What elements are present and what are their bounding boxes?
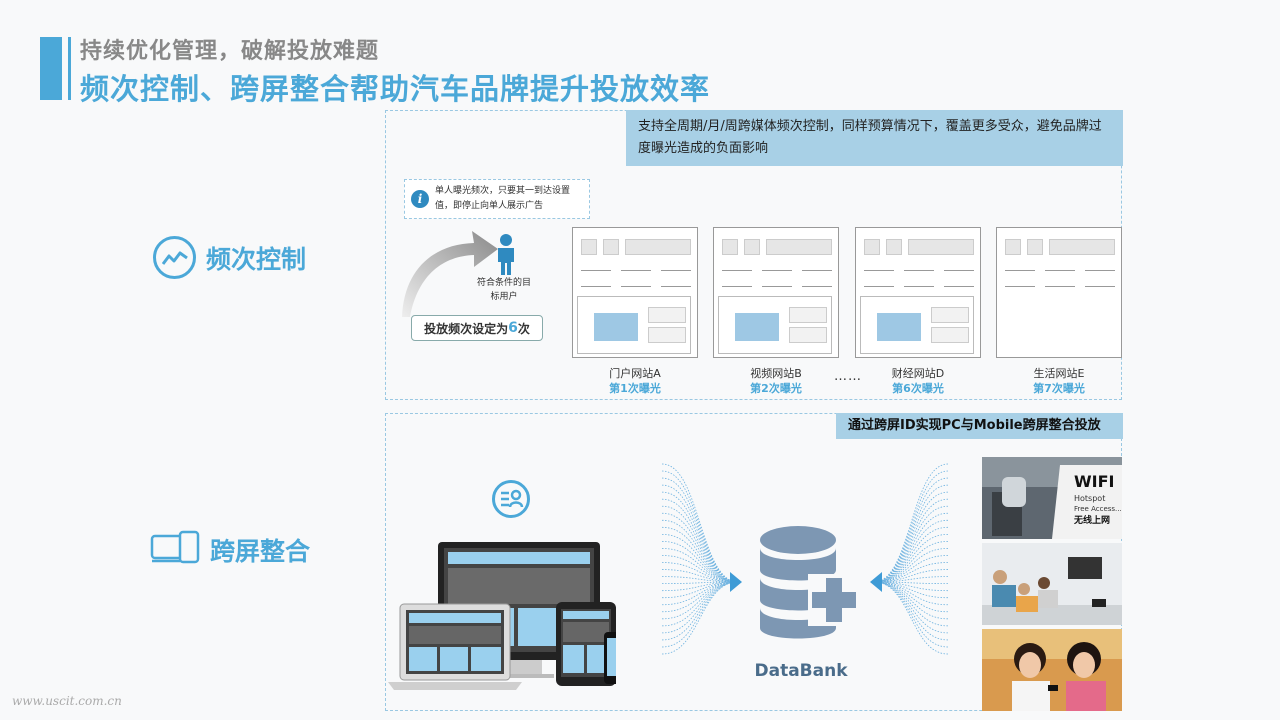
page-title: 频次控制、跨屏整合帮助汽车品牌提升投放效率 [80,72,711,106]
website-mockup [996,227,1122,358]
exposure-count: 第2次曝光 [750,382,802,395]
site-name: 视频网站B [750,367,802,380]
database-icon [760,526,860,639]
frequency-setting-value: 6 [508,320,518,336]
target-user-label: 符合条件的目标用户 [476,278,531,302]
info-note: i 单人曝光频次，只要其一到达设置值，即停止向单人展示广告 [404,179,590,219]
ellipsis: …… [834,369,862,384]
databank-label: DataBank [754,661,848,681]
frequency-setting-prefix: 投放频次设定为 [424,321,509,336]
exposure-count: 第1次曝光 [609,382,661,395]
user-group-icon [492,480,530,518]
cross-screen-callout: 通过跨屏ID实现PC与Mobile跨屏整合投放 [836,413,1123,439]
info-text: 单人曝光频次，只要其一到达设置值，即停止向单人展示广告 [435,186,571,211]
women-phone-photo [982,629,1122,711]
devices-icon [150,530,200,570]
wifi-sign-title: WIFI [1074,472,1114,491]
data-flow-lines [661,463,949,655]
user-icon [498,234,514,275]
cross-screen-label: 跨屏整合 [210,537,311,566]
family-tv-photo [982,543,1122,625]
header-accent-line [68,37,71,100]
frequency-panel: 支持全周期/月/周跨媒体频次控制，同样预算情况下，覆盖更多受众，避免品牌过度曝光… [385,110,1123,400]
frequency-section-label: 频次控制 [153,236,306,279]
site-name: 财经网站D [891,367,945,380]
website-mockup [855,227,981,358]
frequency-setting-suffix: 次 [517,321,530,336]
site-name: 生活网站E [1033,367,1085,380]
watermark: www.uscit.com.cn [12,694,122,708]
devices-illustration [388,542,616,690]
exposure-count: 第6次曝光 [892,382,944,395]
header-accent-bar [40,37,62,100]
frequency-label: 频次控制 [206,244,307,274]
wifi-sign-photo: WIFI Hotspot Free Access... 无线上网 [982,457,1122,539]
chart-line-icon [153,236,196,279]
cross-screen-section-label: 跨屏整合 [150,530,310,570]
frequency-callout: 支持全周期/月/周跨媒体频次控制，同样预算情况下，覆盖更多受众，避免品牌过度曝光… [626,110,1123,166]
website-mockup [713,227,839,358]
cross-screen-panel: 通过跨屏ID实现PC与Mobile跨屏整合投放 [385,413,1123,711]
site-name: 门户网站A [609,367,661,380]
wifi-sign-line2: Free Access... [1074,505,1122,513]
page-subtitle: 持续优化管理，破解投放难题 [80,39,380,64]
curved-arrow-icon [402,231,498,317]
info-icon: i [411,190,429,208]
wifi-sign-line3: 无线上网 [1073,514,1110,526]
website-mockup [572,227,698,358]
wifi-sign-line1: Hotspot [1074,494,1105,503]
exposure-count: 第7次曝光 [1033,382,1085,395]
